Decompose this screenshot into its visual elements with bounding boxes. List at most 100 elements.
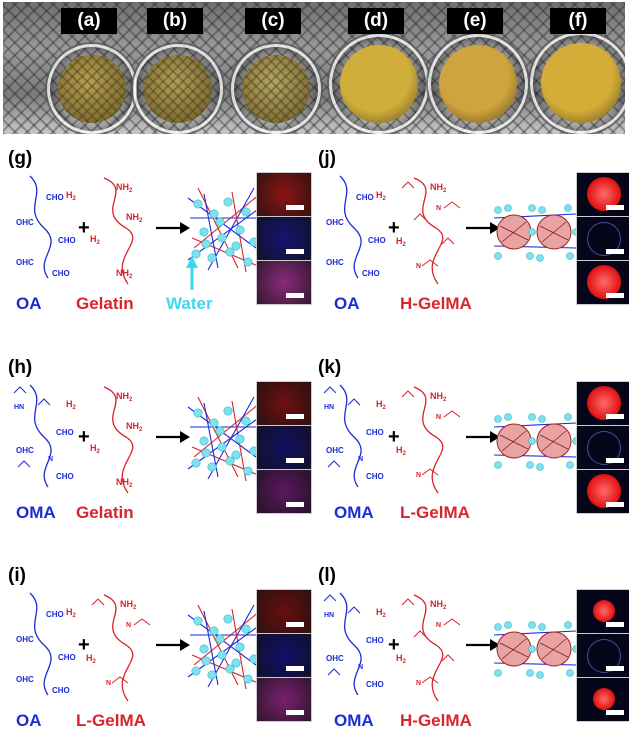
ring-outline	[587, 639, 621, 673]
water-molecule	[494, 252, 502, 260]
water-molecule	[528, 204, 536, 212]
polysaccharide-name: OA	[16, 711, 42, 730]
amine-label: H2	[396, 236, 407, 248]
panel-label: (i)	[8, 565, 26, 586]
scale-bar	[606, 458, 624, 463]
well-liquid	[340, 45, 418, 123]
hydrogel-network	[493, 621, 580, 679]
water-molecule	[225, 664, 235, 674]
scale-bar	[286, 622, 304, 627]
protein-name: Gelatin	[76, 294, 134, 313]
amine-label: N	[358, 456, 363, 463]
microgel-crosslink	[539, 638, 569, 660]
arrow-head	[490, 222, 500, 234]
ring-outline	[587, 431, 621, 465]
plus-sign: +	[78, 426, 90, 448]
amide-label: N	[106, 680, 111, 687]
scale-bar	[606, 249, 624, 254]
methacryloyl-group	[91, 598, 151, 684]
amide-label: N	[436, 205, 441, 212]
methacryloyl-group	[401, 390, 461, 476]
water-molecule	[231, 450, 241, 460]
water-label: Water	[166, 294, 213, 313]
protein-chain	[103, 177, 134, 285]
water-molecule	[191, 249, 201, 259]
polysaccharide-chain	[339, 592, 362, 696]
fluorescent-sphere	[593, 688, 615, 710]
aldehyde-label: CHO	[368, 236, 386, 245]
amine-label: H2	[86, 653, 97, 665]
plus-sign: +	[388, 217, 400, 239]
water-molecule	[201, 448, 211, 458]
protein-name: H-GelMA	[400, 294, 472, 313]
amine-label: H2	[90, 234, 101, 246]
protein-name: H-GelMA	[400, 711, 472, 730]
well-label: (d)	[348, 8, 404, 34]
network-strand	[193, 610, 261, 666]
water-molecule	[207, 462, 217, 472]
fluorescence-image	[576, 381, 629, 426]
water-molecule	[566, 669, 574, 677]
amine-label: NH2	[126, 421, 143, 433]
hydrogel-network	[187, 187, 261, 273]
panel-label: (l)	[318, 565, 336, 586]
water-molecule	[494, 206, 502, 214]
water-molecule	[209, 209, 219, 219]
amine-label: H2	[376, 607, 387, 619]
amine-label: HN	[14, 404, 24, 411]
water-molecule	[528, 228, 536, 236]
scale-bar	[286, 458, 304, 463]
water-molecule	[207, 253, 217, 263]
aldehyde-label: OHC	[326, 446, 344, 455]
water-molecule	[225, 247, 235, 257]
water-molecule	[494, 623, 502, 631]
hydrogel-network	[187, 604, 261, 690]
water-molecule	[504, 621, 512, 629]
polysaccharide-chain	[29, 592, 52, 696]
arrow-head	[490, 431, 500, 443]
amine-label: NH2	[430, 391, 447, 403]
scale-bar	[286, 249, 304, 254]
amine-label: NH2	[116, 477, 133, 489]
fluorescence-image	[576, 633, 629, 678]
scale-bar	[606, 666, 624, 671]
microgel-crosslink	[539, 221, 569, 243]
scale-bar	[286, 205, 304, 210]
water-molecule	[494, 669, 502, 677]
well-liquid	[541, 43, 621, 123]
water-molecule	[207, 670, 217, 680]
aldehyde-label: CHO	[56, 428, 74, 437]
aldehyde-label: CHO	[46, 610, 64, 619]
water-molecule	[528, 413, 536, 421]
amide-label: N	[436, 622, 441, 629]
water-molecule	[223, 197, 233, 207]
water-molecule	[494, 461, 502, 469]
aldehyde-label: CHO	[366, 428, 384, 437]
water-molecule	[217, 233, 227, 243]
water-molecule	[235, 225, 245, 235]
protein-name: Gelatin	[76, 503, 134, 522]
fluorescent-sphere	[593, 600, 615, 622]
amine-label: H2	[66, 190, 77, 202]
polysaccharide-chain	[339, 175, 362, 279]
water-molecule	[199, 644, 209, 654]
polysaccharide-name: OMA	[16, 503, 56, 522]
aldehyde-label: OHC	[16, 258, 34, 267]
network-strand	[193, 193, 261, 249]
water-molecule	[538, 206, 546, 214]
water-molecule	[235, 642, 245, 652]
amine-label: NH2	[430, 599, 447, 611]
water-molecule	[215, 634, 225, 644]
scale-bar	[606, 710, 624, 715]
aldehyde-label: OHC	[16, 635, 34, 644]
water-molecule	[223, 406, 233, 416]
water-molecule	[564, 413, 572, 421]
well-4	[428, 34, 528, 134]
fluorescence-image	[256, 469, 312, 514]
microgel-crosslink	[499, 221, 529, 243]
